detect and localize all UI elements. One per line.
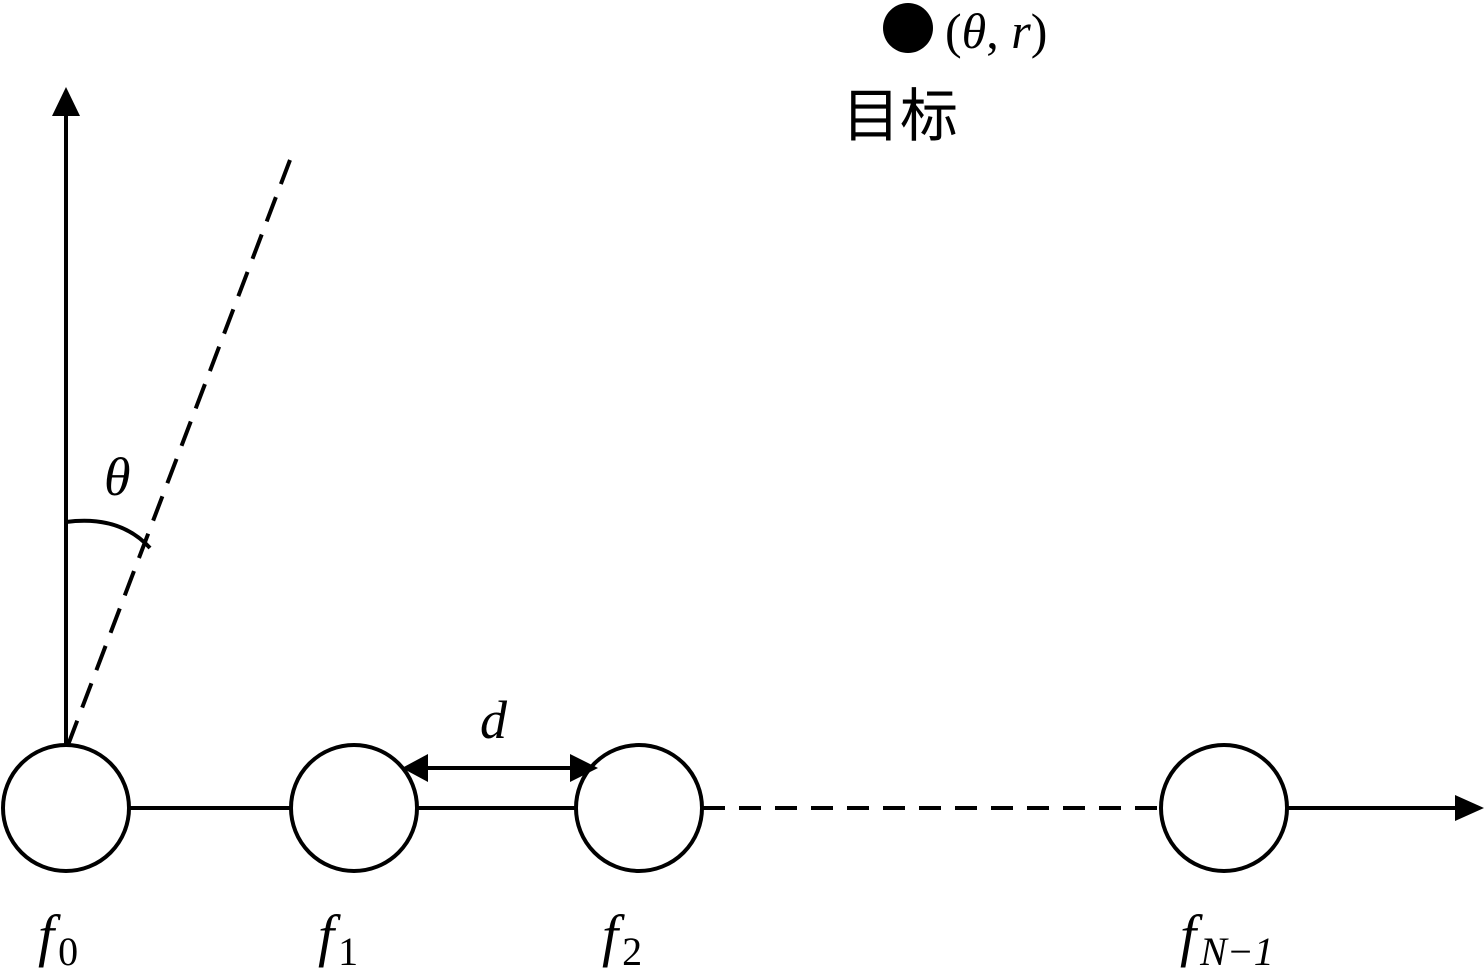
horizontal-axis-arrowhead <box>1455 795 1484 821</box>
array-element-circle-2 <box>574 743 704 873</box>
spacing-arrow-left-head <box>402 754 428 782</box>
array-element-circle-0 <box>1 743 131 873</box>
target-label: 目标 <box>842 82 958 150</box>
element-label-n-1-sub: N−1 <box>1199 929 1274 972</box>
target-open-paren: ( <box>945 3 962 59</box>
target-r: r <box>1011 3 1031 59</box>
array-element-circle-n-1 <box>1159 743 1289 873</box>
vertical-axis-arrowhead <box>52 87 80 116</box>
target-point <box>883 3 933 53</box>
target-close-paren: ) <box>1031 3 1048 59</box>
spacing-arrow-right-head <box>570 754 598 782</box>
angle-theta-label: θ <box>104 447 131 507</box>
spacing-d-label: d <box>480 690 508 750</box>
angle-arc <box>65 518 152 550</box>
target-theta: θ <box>962 3 987 59</box>
target-comma: , <box>986 3 1011 59</box>
element-label-0-sub: 0 <box>58 929 78 972</box>
target-coordinate-label: (θ, r) <box>945 3 1047 59</box>
element-label-2-sub: 2 <box>622 929 642 972</box>
target-direction-dashed-line <box>66 159 292 746</box>
array-element-circle-1 <box>289 743 419 873</box>
element-label-1-sub: 1 <box>338 929 358 972</box>
